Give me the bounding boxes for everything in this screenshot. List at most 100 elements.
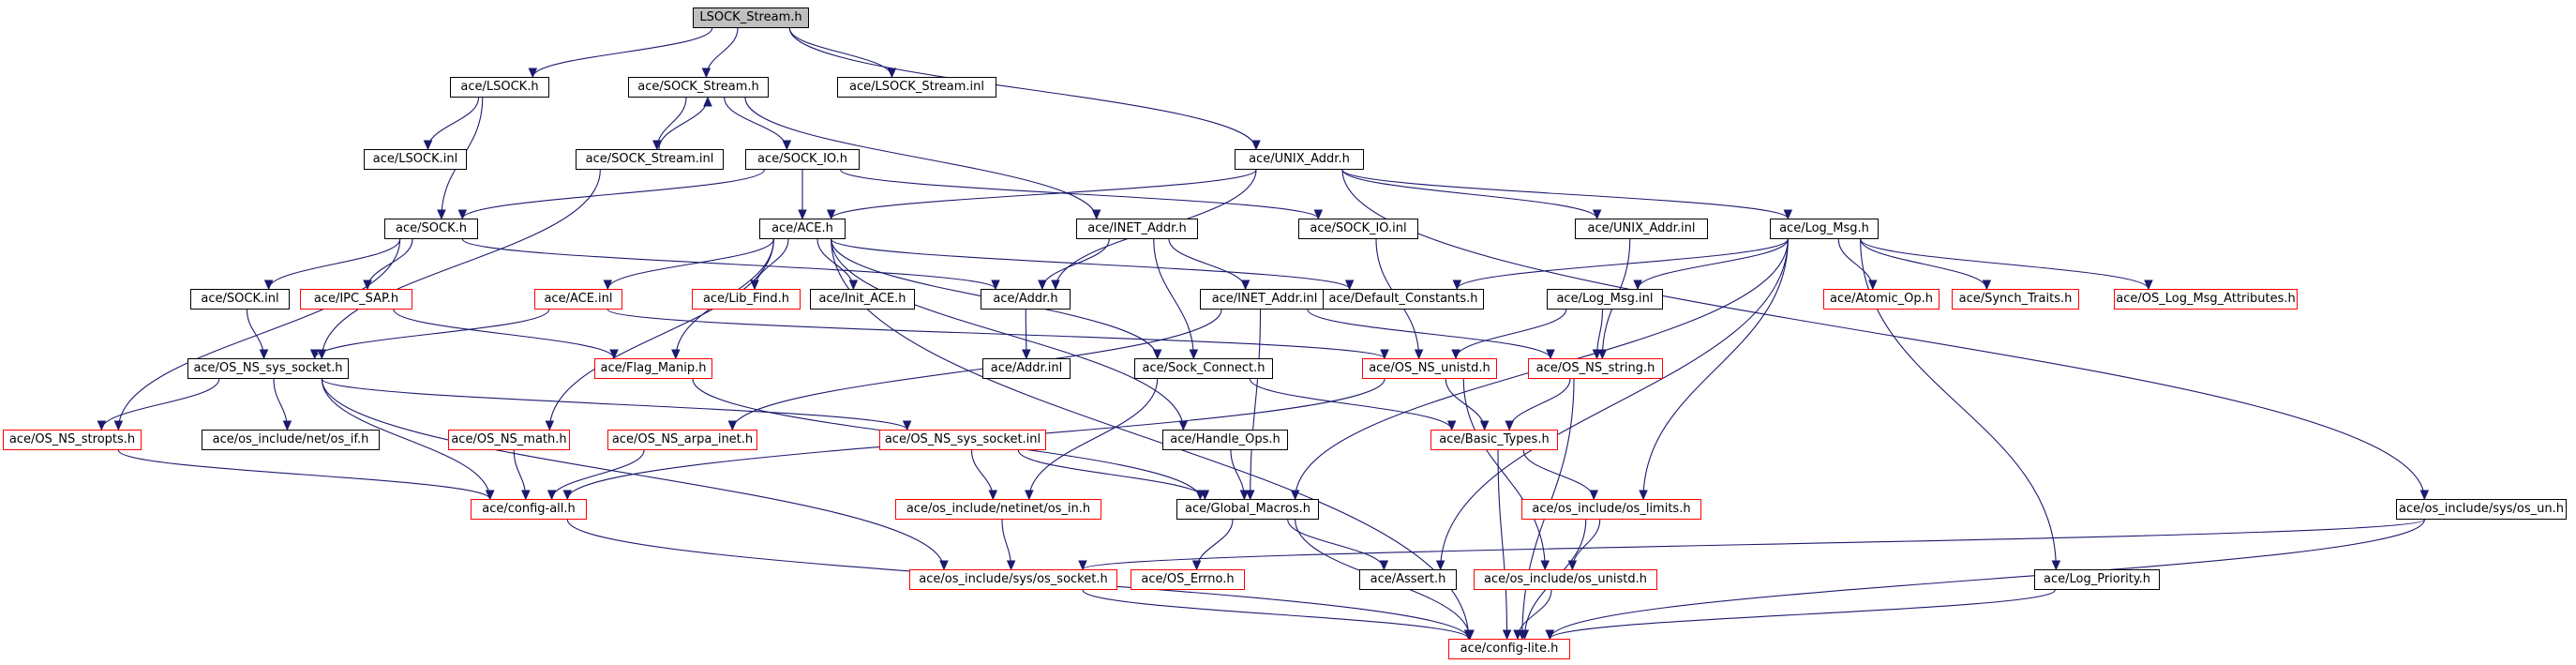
edge-lsock_stream_h-to-ace_sock_stream_h [705, 27, 739, 78]
node-ace-inet-addr-h[interactable]: ace/INET_Addr.h [1076, 219, 1198, 239]
edge-ace_os_include_os_limits_h-to-ace_os_include_os_unistd_h [1571, 519, 1601, 570]
edge-ace_global_macros_h-to-ace_assert_h [1287, 519, 1385, 570]
edge-ace_inet_addr_inl-to-ace_os_ns_string_h [1307, 309, 1551, 359]
node-ace-os-include-sys-os-un-h[interactable]: ace/os_include/sys/os_un.h [2396, 499, 2567, 520]
edge-ace_ace_h-to-ace_ace_inl [607, 238, 774, 290]
node-ace-os-ns-arpa-inet-h[interactable]: ace/OS_NS_arpa_inet.h [607, 430, 757, 450]
node-ace-unix-addr-h[interactable]: ace/UNIX_Addr.h [1235, 149, 1364, 170]
arrowhead-ace_os_include_os_unistd_h-to-ace_config_lite_h [1513, 629, 1522, 641]
node-ace-ipc-sap-h[interactable]: ace/IPC_SAP.h [300, 289, 412, 310]
edge-ace_sock_h-to-ace_os_ns_stropts_h [117, 238, 401, 431]
node-ace-addr-h[interactable]: ace/Addr.h [981, 289, 1071, 310]
arrowhead-ace_os_ns_math_h-to-ace_config_all_h [521, 490, 531, 501]
node-ace-ace-inl[interactable]: ace/ACE.inl [534, 289, 622, 310]
node-ace-inet-addr-inl[interactable]: ace/INET_Addr.inl [1200, 289, 1329, 310]
arrowhead-ace_sock_io_h-to-ace_ace_h [798, 209, 807, 220]
node-ace-config-lite-h[interactable]: ace/config-lite.h [1448, 639, 1570, 659]
arrowhead-ace_os_ns_sys_socket_h-to-ace_os_ns_sys_socket_inl [902, 420, 912, 431]
node-ace-os-errno-h[interactable]: ace/OS_Errno.h [1131, 569, 1245, 590]
arrowhead-ace_ace_h-to-ace_ace_inl [603, 280, 613, 291]
arrowhead-ace_inet_addr_h-to-ace_sock_connect_h [1189, 349, 1199, 360]
node-ace-unix-addr-inl[interactable]: ace/UNIX_Addr.inl [1575, 219, 1708, 239]
node-ace-lsock-h[interactable]: ace/LSOCK.h [450, 77, 549, 98]
node-ace-atomic-op-h[interactable]: ace/Atomic_Op.h [1823, 289, 1939, 310]
node-ace-log-msg-inl[interactable]: ace/Log_Msg.inl [1547, 289, 1663, 310]
node-ace-os-include-netinet-os-in-h[interactable]: ace/os_include/netinet/os_in.h [895, 499, 1101, 520]
node-ace-log-priority-h[interactable]: ace/Log_Priority.h [2034, 569, 2160, 590]
node-ace-global-macros-h[interactable]: ace/Global_Macros.h [1176, 499, 1319, 520]
node-ace-config-all-h[interactable]: ace/config-all.h [471, 499, 587, 520]
arrowhead-ace_ace_h-to-ace_init_ace_h [848, 280, 859, 291]
node-ace-synch-traits-h[interactable]: ace/Synch_Traits.h [1952, 289, 2079, 310]
arrowhead-ace_ace_h-to-ace_flag_manip_h [671, 349, 681, 360]
arrowhead-ace_os_include_os_limits_h-to-ace_os_include_os_unistd_h [1567, 560, 1578, 571]
arrowhead-ace_basic_types_h-to-ace_os_include_os_limits_h [1589, 490, 1599, 501]
node-ace-sock-h[interactable]: ace/SOCK.h [384, 219, 478, 239]
node-ace-ace-h[interactable]: ace/ACE.h [759, 219, 846, 239]
node-ace-init-ace-h[interactable]: ace/Init_ACE.h [810, 289, 915, 310]
arrowhead-ace_log_msg_inl-to-ace_os_ns_unistd_h [1451, 349, 1460, 360]
arrowhead-ace_os_include_sys_os_socket_h-to-ace_config_lite_h [1463, 629, 1474, 641]
node-ace-os-include-net-os-if-h[interactable]: ace/os_include/net/os_if.h [202, 430, 380, 450]
node-ace-os-ns-sys-socket-inl[interactable]: ace/OS_NS_sys_socket.inl [879, 430, 1046, 450]
edge-ace_basic_types_h-to-ace_config_lite_h [1497, 449, 1508, 640]
arrowhead-ace_log_msg_h-to-ace_os_include_os_limits_h [1639, 490, 1648, 501]
edge-ace_ace_h-to-ace_default_constants_h [831, 238, 1351, 290]
node-ace-os-ns-math-h[interactable]: ace/OS_NS_math.h [448, 430, 570, 450]
node-ace-sock-stream-inl[interactable]: ace/SOCK_Stream.inl [576, 149, 724, 170]
arrowhead-ace_log_msg_h-to-ace_log_priority_h [2051, 560, 2061, 571]
arrowhead-ace_os_ns_unistd_h-to-ace_config_all_h [562, 490, 573, 501]
arrowhead-ace_ace_inl-to-ace_os_ns_unistd_h [1380, 349, 1389, 360]
node-ace-sock-connect-h[interactable]: ace/Sock_Connect.h [1134, 358, 1273, 379]
node-ace-os-ns-stropts-h[interactable]: ace/OS_NS_stropts.h [3, 430, 142, 450]
edge-ace_lsock_h-to-ace_lsock_inl [427, 97, 480, 150]
node-ace-lsock-stream-inl[interactable]: ace/LSOCK_Stream.inl [837, 77, 996, 98]
arrowhead-ace_lsock_h-to-ace_sock_h [437, 209, 446, 220]
edge-ace_ace_inl-to-ace_os_ns_sys_socket_h [314, 309, 550, 359]
node-ace-handle-ops-h[interactable]: ace/Handle_Ops.h [1162, 430, 1288, 450]
edge-ace_unix_addr_h-to-ace_log_msg_h [1341, 169, 1789, 219]
node-ace-lib-find-h[interactable]: ace/Lib_Find.h [692, 289, 801, 310]
edge-ace_log_priority_h-to-ace_config_lite_h [1549, 589, 2056, 640]
node-lsock-stream-h: LSOCK_Stream.h [693, 8, 809, 28]
arrowhead-lsock_stream_h-to-ace_lsock_stream_inl [887, 68, 897, 79]
arrowhead-ace_os_include_sys_os_un_h-to-ace_os_include_sys_os_socket_h [1078, 560, 1087, 571]
node-ace-addr-inl[interactable]: ace/Addr.inl [982, 358, 1071, 379]
edge-lsock_stream_h-to-ace_lsock_stream_inl [788, 27, 892, 78]
edge-ace_log_msg_h-to-ace_default_constants_h [1456, 238, 1789, 290]
edge-ace_sock_connect_h-to-ace_os_include_netinet_os_in_h [1028, 378, 1159, 500]
arrowhead-ace_log_msg_h-to-ace_atomic_op_h [1868, 280, 1878, 291]
arrowhead-ace_ace_h-to-ace_sock_connect_h [1152, 349, 1162, 360]
arrowhead-ace_global_macros_h-to-ace_os_errno_h [1191, 560, 1202, 571]
node-ace-os-include-sys-os-socket-h[interactable]: ace/os_include/sys/os_socket.h [909, 569, 1117, 590]
node-ace-sock-stream-h[interactable]: ace/SOCK_Stream.h [628, 77, 769, 98]
arrowhead-ace_os_ns_sys_socket_inl-to-ace_global_macros_h [1200, 490, 1210, 501]
arrowhead-ace_ace_inl-to-ace_os_ns_sys_socket_h [309, 349, 320, 360]
edge-ace_inet_addr_inl-to-ace_os_ns_arpa_inet_h [731, 309, 1222, 431]
node-ace-log-msg-h[interactable]: ace/Log_Msg.h [1770, 219, 1879, 239]
arrowhead-lsock_stream_h-to-ace_lsock_h [528, 68, 538, 79]
edge-ace_log_msg_h-to-ace_log_msg_inl [1637, 238, 1789, 290]
node-ace-os-ns-string-h[interactable]: ace/OS_NS_string.h [1528, 358, 1663, 379]
node-ace-assert-h[interactable]: ace/Assert.h [1359, 569, 1457, 590]
node-ace-flag-manip-h[interactable]: ace/Flag_Manip.h [594, 358, 712, 379]
node-ace-sock-inl[interactable]: ace/SOCK.inl [190, 289, 290, 310]
arrowhead-ace_os_ns_stropts_h-to-ace_config_all_h [485, 490, 495, 501]
edge-ace_os_ns_sys_socket_h-to-ace_config_all_h [321, 378, 491, 500]
arrowhead-ace_inet_addr_h-to-ace_addr_h [1038, 280, 1047, 291]
node-ace-default-constants-h[interactable]: ace/Default_Constants.h [1323, 289, 1484, 310]
node-ace-os-include-os-limits-h[interactable]: ace/os_include/os_limits.h [1521, 499, 1701, 520]
node-ace-os-log-msg-attributes-h[interactable]: ace/OS_Log_Msg_Attributes.h [2114, 289, 2298, 310]
node-ace-basic-types-h[interactable]: ace/Basic_Types.h [1430, 430, 1558, 450]
node-ace-os-ns-unistd-h[interactable]: ace/OS_NS_unistd.h [1362, 358, 1497, 379]
node-ace-lsock-inl[interactable]: ace/LSOCK.inl [364, 149, 467, 170]
edge-ace_log_msg_h-to-ace_atomic_op_h [1837, 238, 1874, 290]
node-ace-sock-io-inl[interactable]: ace/SOCK_IO.inl [1298, 219, 1418, 239]
arrowhead-ace_log_priority_h-to-ace_config_lite_h [1545, 629, 1555, 641]
node-ace-os-ns-sys-socket-h[interactable]: ace/OS_NS_sys_socket.h [187, 358, 349, 379]
node-ace-sock-io-h[interactable]: ace/SOCK_IO.h [745, 149, 860, 170]
arrowhead-ace_sock_io_h-to-ace_sock_io_inl [1313, 209, 1324, 220]
node-ace-os-include-os-unistd-h[interactable]: ace/os_include/os_unistd.h [1474, 569, 1657, 590]
edge-ace_unix_addr_h-to-ace_ace_h [831, 169, 1257, 219]
arrowhead-ace_os_ns_sys_socket_h-to-ace_os_ns_stropts_h [97, 420, 107, 431]
